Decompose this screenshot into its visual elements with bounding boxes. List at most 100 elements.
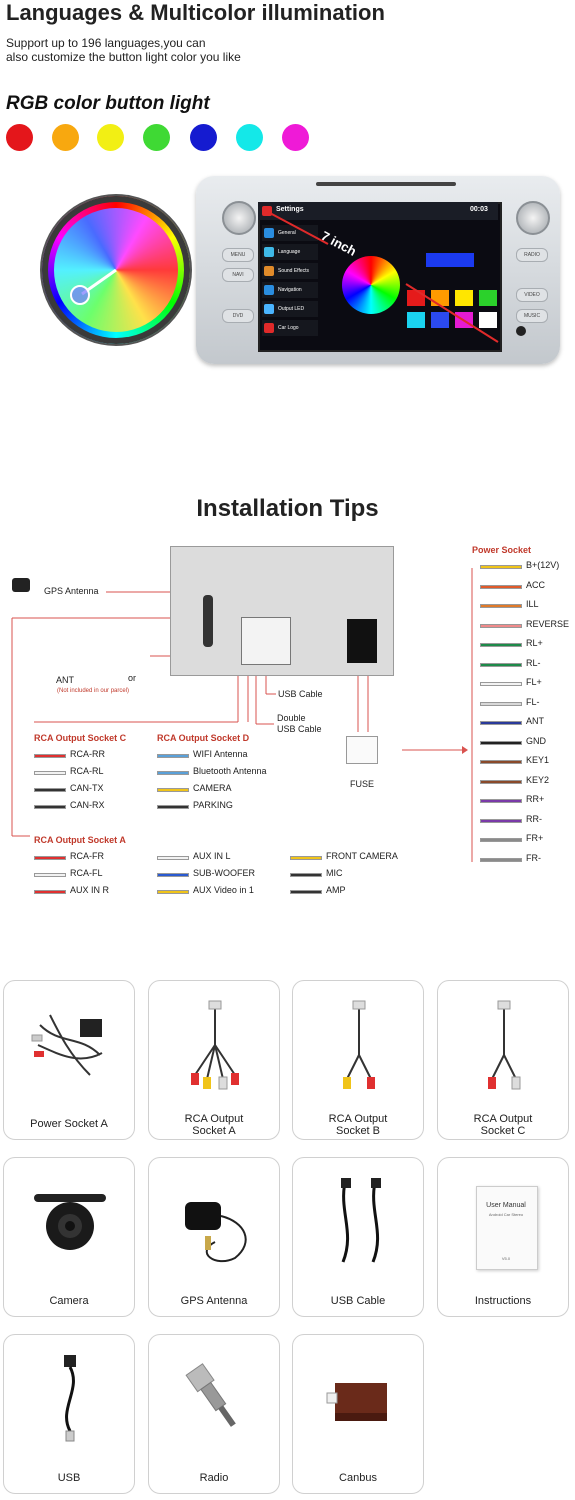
color-dot-green	[143, 124, 170, 151]
wire-row: FL-	[480, 697, 575, 717]
wire-row: RL-	[480, 658, 575, 678]
wire-label: B+(12V)	[526, 560, 560, 570]
installation-title: Installation Tips	[196, 495, 379, 522]
gps-antenna-icon	[12, 578, 30, 592]
wire-label: FL-	[526, 696, 540, 707]
accessory-label: RCA Output	[328, 1113, 388, 1125]
wire-label: REVERSE	[526, 618, 570, 629]
ant-label: ANT	[56, 675, 74, 685]
wifi-antenna-icon	[203, 595, 213, 647]
wire-row: ANT	[480, 716, 575, 736]
rca-connector-block	[241, 617, 291, 665]
wire-row: RCA-RL	[34, 766, 154, 783]
wire-row: FL+	[480, 677, 575, 697]
menu-item-general[interactable]: General	[262, 225, 318, 241]
wire-label: RL-	[526, 657, 541, 668]
wire-row: PARKING	[157, 800, 277, 817]
wire-label: AUX Video in 1	[193, 885, 254, 895]
accessory-label: Power Socket A	[30, 1118, 108, 1130]
menu-item-car-logo[interactable]: Car Logo	[262, 320, 318, 336]
wire-row: RL+	[480, 638, 575, 658]
accessory-label: Radio	[199, 1472, 229, 1484]
accessory-label: Canbus	[339, 1472, 377, 1484]
accessory-label-line2: Socket C	[480, 1125, 526, 1137]
rca-a-title: RCA Output Socket A	[34, 835, 126, 845]
wire-row: CAN-TX	[34, 783, 154, 800]
wire-color-swatch	[290, 856, 322, 860]
wire-color-swatch	[480, 857, 522, 862]
wire-row: CAN-RX	[34, 800, 154, 817]
accessory-card: USB Cable	[292, 1157, 424, 1317]
stereo-dvd-button[interactable]: DVD	[222, 309, 254, 323]
color-dot-red	[6, 124, 33, 151]
disc-slot	[316, 182, 456, 186]
wire-label: RCA-RR	[70, 749, 105, 759]
wire-color-swatch	[290, 873, 322, 877]
stereo-music-button[interactable]: MUSIC	[516, 309, 548, 323]
section-title: Languages & Multicolor illumination	[6, 0, 385, 25]
color-dot-cyan	[236, 124, 263, 151]
wire-color-swatch	[157, 805, 189, 809]
stereo-video-button[interactable]: VIDEO	[516, 288, 548, 302]
wire-color-swatch	[157, 788, 189, 792]
palette-swatch[interactable]	[479, 290, 497, 306]
accessory-label-line2: Socket B	[335, 1125, 381, 1137]
wire-color-swatch	[480, 623, 522, 628]
color-preview-bar	[426, 253, 474, 267]
wire-color-swatch	[480, 779, 522, 784]
rca-bundle-icon	[165, 995, 265, 1095]
wire-color-swatch	[480, 740, 522, 745]
wire-color-swatch	[157, 856, 189, 860]
accessory-label: USB	[57, 1472, 81, 1484]
accessory-label: Camera	[49, 1295, 89, 1307]
stereo-radio-button[interactable]: RADIO	[516, 248, 548, 262]
wire-color-swatch	[480, 682, 522, 686]
wire-label: RCA-FL	[70, 868, 103, 878]
accessory-label: Instructions	[474, 1295, 532, 1307]
stereo-navi-button[interactable]: NAVI	[222, 268, 254, 282]
wire-row: GND	[480, 736, 575, 756]
section-subtitle: Support up to 196 languages,you can also…	[6, 36, 306, 64]
palette-swatch[interactable]	[455, 290, 473, 306]
wire-color-swatch	[157, 873, 189, 877]
wire-label: SUB-WOOFER	[193, 868, 255, 878]
gps-label: GPS Antenna	[44, 586, 99, 596]
wire-label: CAN-RX	[70, 800, 105, 810]
stereo-menu-button[interactable]: MENU	[222, 248, 254, 262]
wire-label: CAN-TX	[70, 783, 104, 793]
color-wheel-icon	[42, 196, 190, 344]
usb-cable-label: USB Cable	[278, 689, 323, 699]
wire-row: AUX IN L	[157, 851, 277, 868]
wire-label: AUX IN R	[70, 885, 110, 895]
menu-item-language[interactable]: Language	[262, 244, 318, 260]
status-bar	[258, 202, 498, 220]
wire-row: ACC	[480, 580, 575, 600]
wire-row: RR+	[480, 794, 575, 814]
palette-swatch[interactable]	[407, 312, 425, 328]
color-dot-magenta	[282, 124, 309, 151]
wire-color-swatch	[480, 643, 522, 647]
subtitle-line-2: also customize the button light color yo…	[6, 50, 241, 64]
wire-row: KEY1	[480, 755, 575, 775]
wire-row: WIFI Antenna	[157, 749, 277, 766]
wire-label: WIFI Antenna	[193, 749, 248, 759]
wire-color-swatch	[157, 771, 189, 775]
menu-item-output-led[interactable]: Output LED	[262, 301, 318, 317]
wire-color-swatch	[480, 662, 522, 667]
menu-item-navigation[interactable]: Navigation	[262, 282, 318, 298]
wire-color-swatch	[34, 890, 66, 894]
palette-swatch[interactable]	[431, 312, 449, 328]
power-socket-title: Power Socket	[472, 545, 532, 555]
wire-label: RCA-FR	[70, 851, 104, 861]
wire-color-swatch	[480, 818, 522, 823]
palette-swatch[interactable]	[479, 312, 497, 328]
screen-color-wheel-icon[interactable]	[342, 256, 400, 314]
wire-row: RCA-RR	[34, 749, 154, 766]
harness-icon	[20, 995, 120, 1095]
menu-item-sound-effects[interactable]: Sound Effects	[262, 263, 318, 279]
wire-label: FRONT CAMERA	[326, 851, 398, 861]
